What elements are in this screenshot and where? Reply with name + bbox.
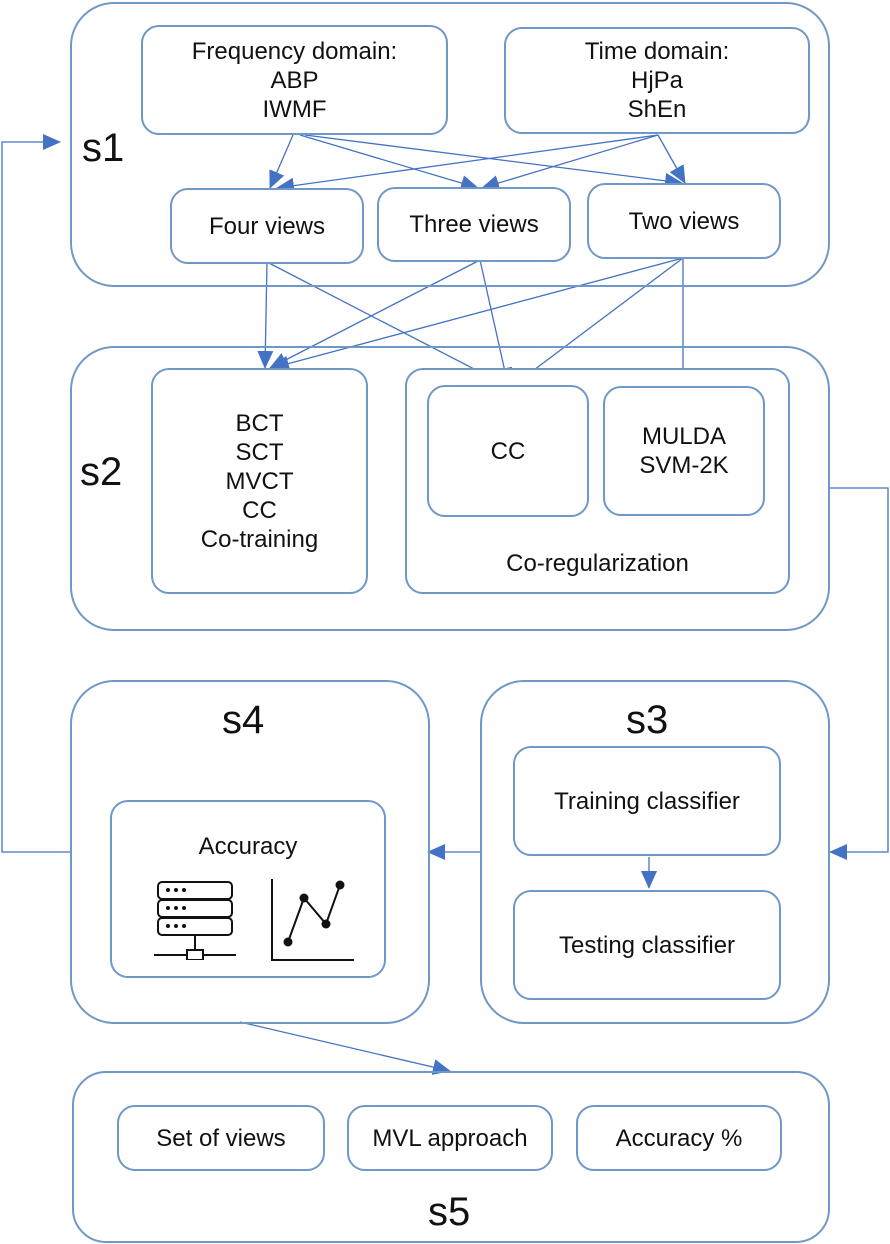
stage-s4-label: s4	[222, 698, 265, 742]
method-label: SVM-2K	[639, 452, 729, 479]
frequency-domain-title: Frequency domain:	[191, 37, 398, 65]
accuracy-label: Accuracy	[198, 833, 298, 860]
four-views-box: Four views	[170, 188, 364, 264]
four-views-label: Four views	[208, 212, 326, 240]
set-of-views-box: Set of views	[117, 1105, 325, 1171]
mvl-approach-box: MVL approach	[347, 1105, 553, 1171]
accuracy-percent-box: Accuracy %	[576, 1105, 782, 1171]
two-views-label: Two views	[628, 207, 740, 235]
co-regularization-title: Co-regularization	[506, 550, 689, 577]
stage-s3-label: s3	[626, 698, 669, 742]
co-training-method: CC	[242, 496, 277, 524]
server-icon	[154, 881, 236, 960]
mulda-svm-box: MULDA SVM-2K	[603, 386, 765, 516]
testing-classifier-box: Testing classifier	[513, 890, 781, 1000]
accuracy-box: Accuracy	[110, 800, 386, 978]
cc-box: CC	[427, 385, 589, 517]
co-training-method: MVCT	[225, 467, 294, 495]
time-feature: HjPa	[630, 67, 684, 94]
training-classifier-box: Training classifier	[513, 746, 781, 856]
training-classifier-label: Training classifier	[554, 787, 740, 815]
stage-s5-label: s5	[428, 1190, 471, 1234]
co-training-title: Co-training	[200, 525, 319, 553]
co-training-method: SCT	[235, 438, 284, 466]
mvl-approach-label: MVL approach	[372, 1124, 528, 1152]
accuracy-percent-label: Accuracy %	[615, 1124, 743, 1152]
stage-s1	[70, 2, 830, 287]
line-chart-icon	[271, 879, 354, 961]
arrow-s4-to-s1	[1, 134, 70, 853]
arrow-s4-to-s5	[239, 1021, 451, 1075]
stage-s2	[70, 346, 830, 631]
two-views-box: Two views	[587, 183, 781, 259]
three-views-label: Three views	[409, 211, 539, 238]
co-training-box: BCT SCT MVCT CC Co-training	[151, 368, 368, 594]
three-views-box: Three views	[377, 187, 571, 262]
time-domain-title: Time domain:	[584, 38, 730, 65]
stage-s3	[480, 680, 830, 1024]
stage-s2-label: s2	[80, 450, 123, 494]
stage-s4	[70, 680, 430, 1024]
stage-s5	[72, 1071, 830, 1243]
co-training-method: BCT	[235, 409, 284, 437]
frequency-domain-box: Frequency domain: ABP IWMF	[141, 25, 448, 135]
arrow-s2-to-s3	[829, 487, 889, 860]
method-label: MULDA	[641, 423, 726, 450]
cc-label: CC	[490, 437, 526, 465]
frequency-feature: IWMF	[262, 95, 327, 123]
testing-classifier-label: Testing classifier	[558, 931, 736, 959]
time-domain-box: Time domain: HjPa ShEn	[504, 27, 810, 134]
frequency-feature: ABP	[270, 66, 319, 94]
stage-s1-label: s1	[82, 126, 125, 170]
time-feature: ShEn	[627, 96, 687, 123]
set-of-views-label: Set of views	[156, 1124, 286, 1152]
